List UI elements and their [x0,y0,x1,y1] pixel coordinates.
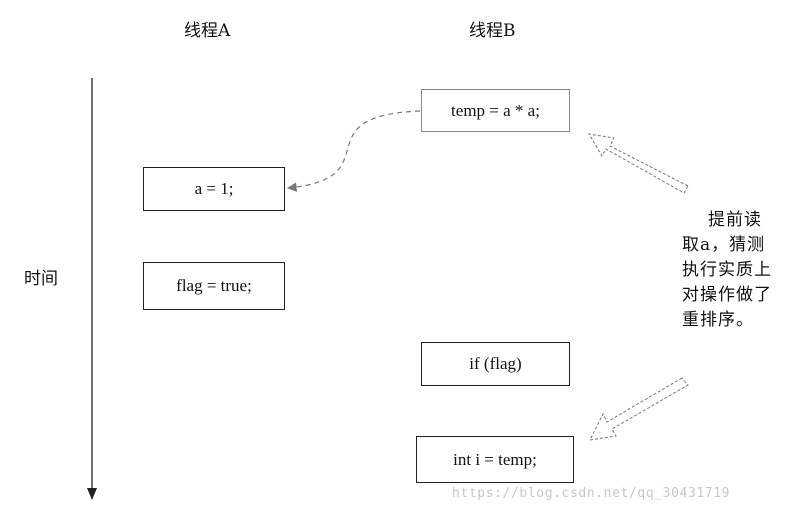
thread-b-box-compute-temp: temp = a * a; [421,89,570,132]
time-axis-label: 时间 [24,269,58,289]
upper-hollow-arrow [588,133,689,194]
thread-a-header: 线程A [184,21,231,41]
reorder-curve-arrow [287,110,421,192]
time-axis-arrowhead [87,488,97,500]
thread-b-box-assign-i: int i = temp; [416,436,574,483]
thread-a-box-assign-a: a = 1; [143,167,285,211]
watermark-text: https://blog.csdn.net/qq_30431719 [452,486,731,501]
reorder-annotation: 提前读取a，猜测执行实质上对操作做了重排序。 [682,210,772,330]
thread-a-box-set-flag: flag = true; [143,262,285,310]
thread-b-box-if-flag: if (flag) [421,342,570,386]
lower-hollow-arrow [589,377,689,441]
thread-b-header: 线程B [469,21,516,41]
